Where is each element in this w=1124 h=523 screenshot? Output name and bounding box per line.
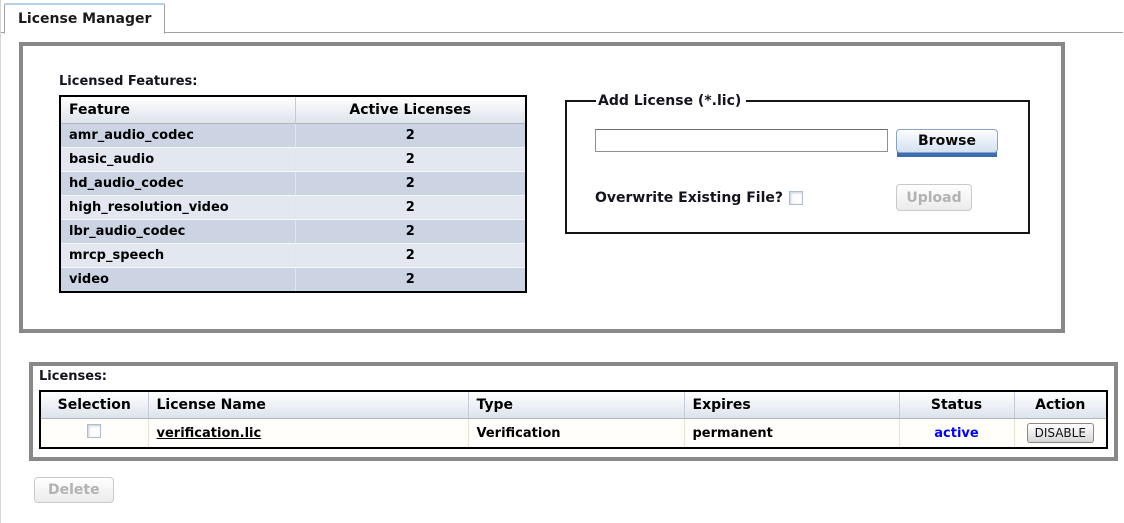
- disable-button[interactable]: DISABLE: [1026, 423, 1094, 443]
- column-header-selection: Selection: [40, 391, 149, 419]
- overwrite-wrap: Overwrite Existing File?: [595, 190, 896, 206]
- table-row: mrcp_speech 2: [60, 243, 526, 268]
- browse-accent-strip: [897, 150, 997, 157]
- license-select-checkbox[interactable]: [87, 424, 102, 438]
- licenses-panel: Licenses: Selection License Name Type Ex…: [29, 362, 1118, 461]
- type-cell: Verification: [468, 418, 685, 448]
- feature-cell: mrcp_speech: [60, 243, 296, 268]
- count-cell: 2: [295, 219, 526, 244]
- licenses-table: Selection License Name Type Expires Stat…: [39, 390, 1108, 449]
- table-row: verification.lic Verification permanent …: [40, 418, 1107, 449]
- count-cell: 2: [295, 243, 526, 268]
- table-header-row: Selection License Name Type Expires Stat…: [40, 391, 1107, 419]
- licensed-features-title: Licensed Features:: [59, 74, 198, 89]
- file-select-row: Browse: [595, 129, 1028, 157]
- feature-cell: video: [60, 267, 296, 293]
- count-cell: 2: [295, 123, 526, 148]
- column-header-active-licenses: Active Licenses: [295, 96, 526, 124]
- browse-button-stack: Browse: [896, 129, 998, 157]
- license-file-input[interactable]: [595, 129, 888, 152]
- file-input-wrap: [595, 129, 896, 152]
- expires-cell: permanent: [684, 418, 900, 448]
- action-cell: DISABLE: [1014, 419, 1107, 449]
- licensed-features-section: Licensed Features: Feature Active Licens…: [59, 74, 527, 293]
- table-row: hd_audio_codec 2: [60, 171, 526, 196]
- license-name-cell: verification.lic: [148, 418, 469, 448]
- status-badge: active: [934, 425, 979, 441]
- table-row: amr_audio_codec 2: [60, 123, 526, 148]
- upload-button[interactable]: Upload: [896, 184, 972, 211]
- overwrite-row: Overwrite Existing File? Upload: [595, 184, 1028, 211]
- status-cell: active: [899, 418, 1015, 448]
- table-row: video 2: [60, 267, 526, 293]
- feature-cell: hd_audio_codec: [60, 171, 296, 196]
- table-row: lbr_audio_codec 2: [60, 219, 526, 244]
- column-header-status: Status: [899, 391, 1015, 419]
- column-header-feature: Feature: [60, 96, 296, 124]
- overwrite-label: Overwrite Existing File?: [595, 189, 783, 206]
- license-manager-panel: Licensed Features: Feature Active Licens…: [19, 42, 1065, 333]
- count-cell: 2: [295, 147, 526, 172]
- column-header-action: Action: [1014, 391, 1107, 419]
- add-license-fieldset: Add License (*.lic) Browse Overwrite Exi…: [565, 93, 1030, 234]
- licensed-features-table: Feature Active Licenses amr_audio_codec …: [59, 95, 527, 293]
- add-license-legend: Add License (*.lic): [598, 93, 742, 109]
- count-cell: 2: [295, 267, 526, 293]
- selection-cell: [40, 418, 149, 448]
- overwrite-checkbox[interactable]: [788, 190, 803, 205]
- column-header-type: Type: [468, 391, 685, 419]
- table-row: basic_audio 2: [60, 147, 526, 172]
- tab-bar: License Manager: [1, 0, 1123, 34]
- add-license-section: Add License (*.lic) Browse Overwrite Exi…: [565, 74, 1030, 293]
- feature-cell: high_resolution_video: [60, 195, 296, 220]
- feature-cell: basic_audio: [60, 147, 296, 172]
- licenses-title: Licenses:: [39, 369, 108, 384]
- column-header-license-name: License Name: [148, 391, 469, 419]
- tab-license-manager[interactable]: License Manager: [4, 3, 166, 34]
- count-cell: 2: [295, 171, 526, 196]
- browse-button[interactable]: Browse: [896, 129, 998, 153]
- column-header-expires: Expires: [684, 391, 900, 419]
- tab-label: License Manager: [18, 11, 152, 27]
- delete-button[interactable]: Delete: [34, 477, 114, 503]
- table-row: high_resolution_video 2: [60, 195, 526, 220]
- feature-cell: amr_audio_codec: [60, 123, 296, 148]
- license-name-link[interactable]: verification.lic: [156, 425, 262, 441]
- feature-cell: lbr_audio_codec: [60, 219, 296, 244]
- table-header-row: Feature Active Licenses: [60, 96, 526, 124]
- count-cell: 2: [295, 195, 526, 220]
